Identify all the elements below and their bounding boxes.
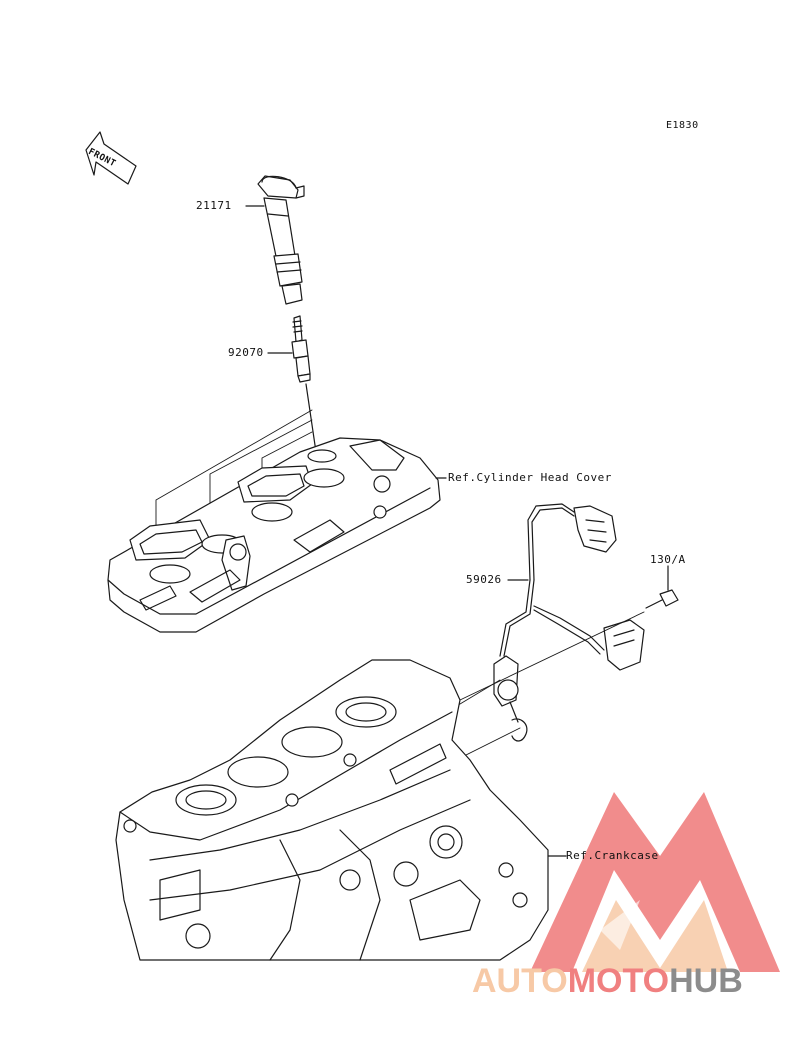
- ignition-coil: [257, 175, 305, 305]
- watermark-moto: MOTO: [567, 962, 670, 1000]
- automotohub-logo-mark: [530, 792, 780, 972]
- watermark-text: AUTOMOTOHUB: [472, 962, 743, 1001]
- front-arrow-icon: [85, 131, 137, 185]
- spark-plug: [291, 315, 311, 383]
- part-number-ignition-coil: 21171: [196, 199, 232, 212]
- part-number-bolt: 130/A: [650, 553, 686, 566]
- ref-crankcase: Ref.Crankcase: [566, 849, 659, 862]
- watermark-auto: AUTO: [472, 962, 568, 1000]
- crankcase: [115, 659, 549, 961]
- ref-cylinder-head-cover: Ref.Cylinder Head Cover: [448, 471, 612, 484]
- part-number-sensor-harness: 59026: [466, 573, 502, 586]
- part-number-spark-plug: 92070: [228, 346, 264, 359]
- bolt: [645, 589, 679, 609]
- leader-92070-to-head: [305, 383, 317, 453]
- cylinder-head-cover: [107, 437, 441, 633]
- diagram-id: E1830: [666, 120, 699, 131]
- watermark-hub: HUB: [669, 962, 743, 1000]
- sensor-harness: [493, 503, 645, 742]
